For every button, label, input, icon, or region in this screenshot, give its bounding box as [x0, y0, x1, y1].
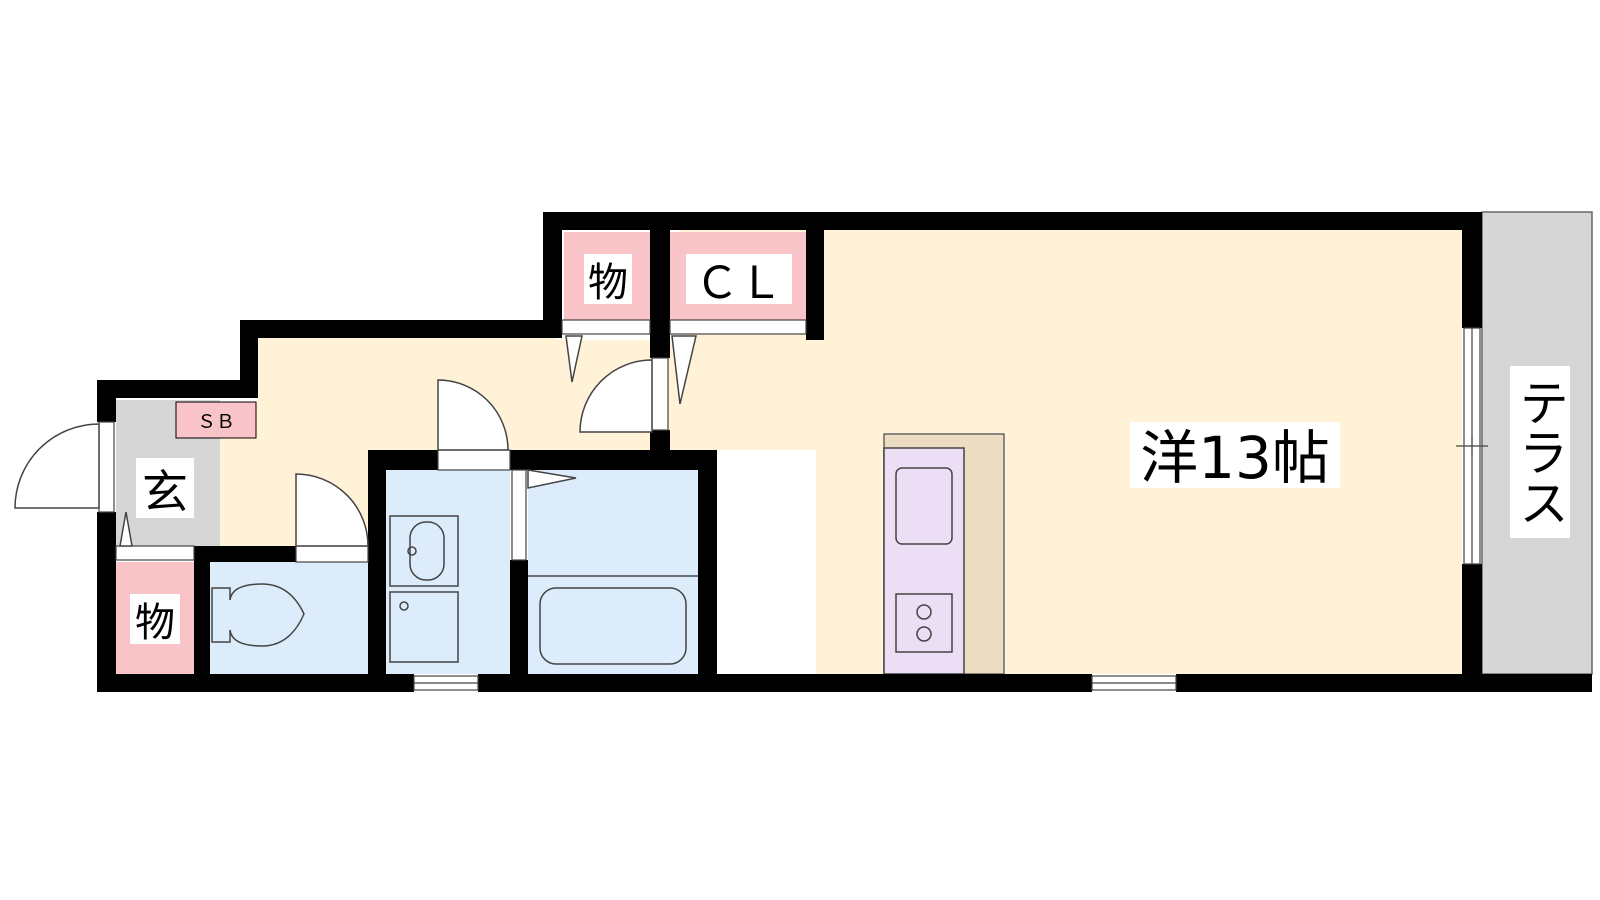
wall: [240, 320, 562, 338]
sliding-door: [511, 469, 527, 561]
openings: [98, 319, 1488, 691]
kitchen: [883, 433, 1005, 675]
stove-panel: [895, 593, 953, 653]
wall: [97, 380, 116, 422]
wall: [194, 546, 296, 562]
storage-upper-label: 物: [588, 260, 628, 306]
wall: [543, 212, 562, 338]
washing-machine-space: [389, 591, 459, 663]
storage-rail: [115, 545, 195, 561]
sliding-door-arrow-icon: [527, 469, 577, 489]
wall: [240, 320, 258, 398]
bathtub-icon: [539, 587, 687, 665]
door-frame: [295, 545, 369, 563]
labels: 洋13帖 テラス 玄 ＳＢ 物 ＣＬ 物: [130, 254, 1570, 646]
faucet-icon: [407, 546, 417, 556]
wall: [1462, 212, 1482, 328]
door-frame: [437, 449, 511, 471]
closet-label: ＣＬ: [695, 258, 783, 309]
wall: [97, 380, 258, 398]
wall: [1176, 674, 1592, 692]
wall: [806, 212, 824, 340]
entrance-label: 玄: [142, 465, 188, 519]
entrance-door-swing: [14, 423, 100, 509]
western-room-label: 洋13帖: [1140, 424, 1330, 492]
wall: [1462, 564, 1482, 692]
wall: [698, 450, 717, 674]
washbasin-bowl-icon: [409, 521, 445, 581]
storage-lower-label: 物: [135, 600, 175, 646]
entrance-door-frame: [98, 421, 115, 513]
door-frame: [651, 357, 669, 431]
washroom-door-swing: [437, 379, 509, 451]
wall: [650, 430, 670, 452]
wall: [543, 212, 1482, 230]
doors: [14, 335, 697, 547]
kitchen-sink: [895, 467, 953, 545]
wall: [510, 560, 528, 674]
toilet-icon: [211, 583, 305, 647]
folding-door-icon: [565, 335, 583, 383]
wall: [650, 212, 670, 358]
toilet-door-swing: [295, 473, 369, 547]
room-door-swing: [579, 359, 653, 433]
walls: [97, 212, 1592, 692]
wall: [97, 674, 414, 692]
closet-rail: [669, 319, 807, 335]
fixtures: [211, 515, 698, 665]
terrace-label: テラス: [1511, 377, 1569, 527]
wall: [368, 450, 386, 674]
drain-icon: [399, 601, 409, 611]
storage-rail: [561, 319, 651, 335]
folding-door-icon: [671, 335, 697, 405]
wall: [478, 674, 1092, 692]
burner-icon: [916, 604, 932, 620]
wall: [510, 450, 717, 470]
folding-door-icon: [119, 511, 133, 547]
burner-icon: [916, 626, 932, 642]
shoe-box: [175, 401, 257, 439]
shoe-box-label: ＳＢ: [197, 411, 235, 433]
wall: [194, 546, 210, 674]
wall: [97, 512, 116, 692]
